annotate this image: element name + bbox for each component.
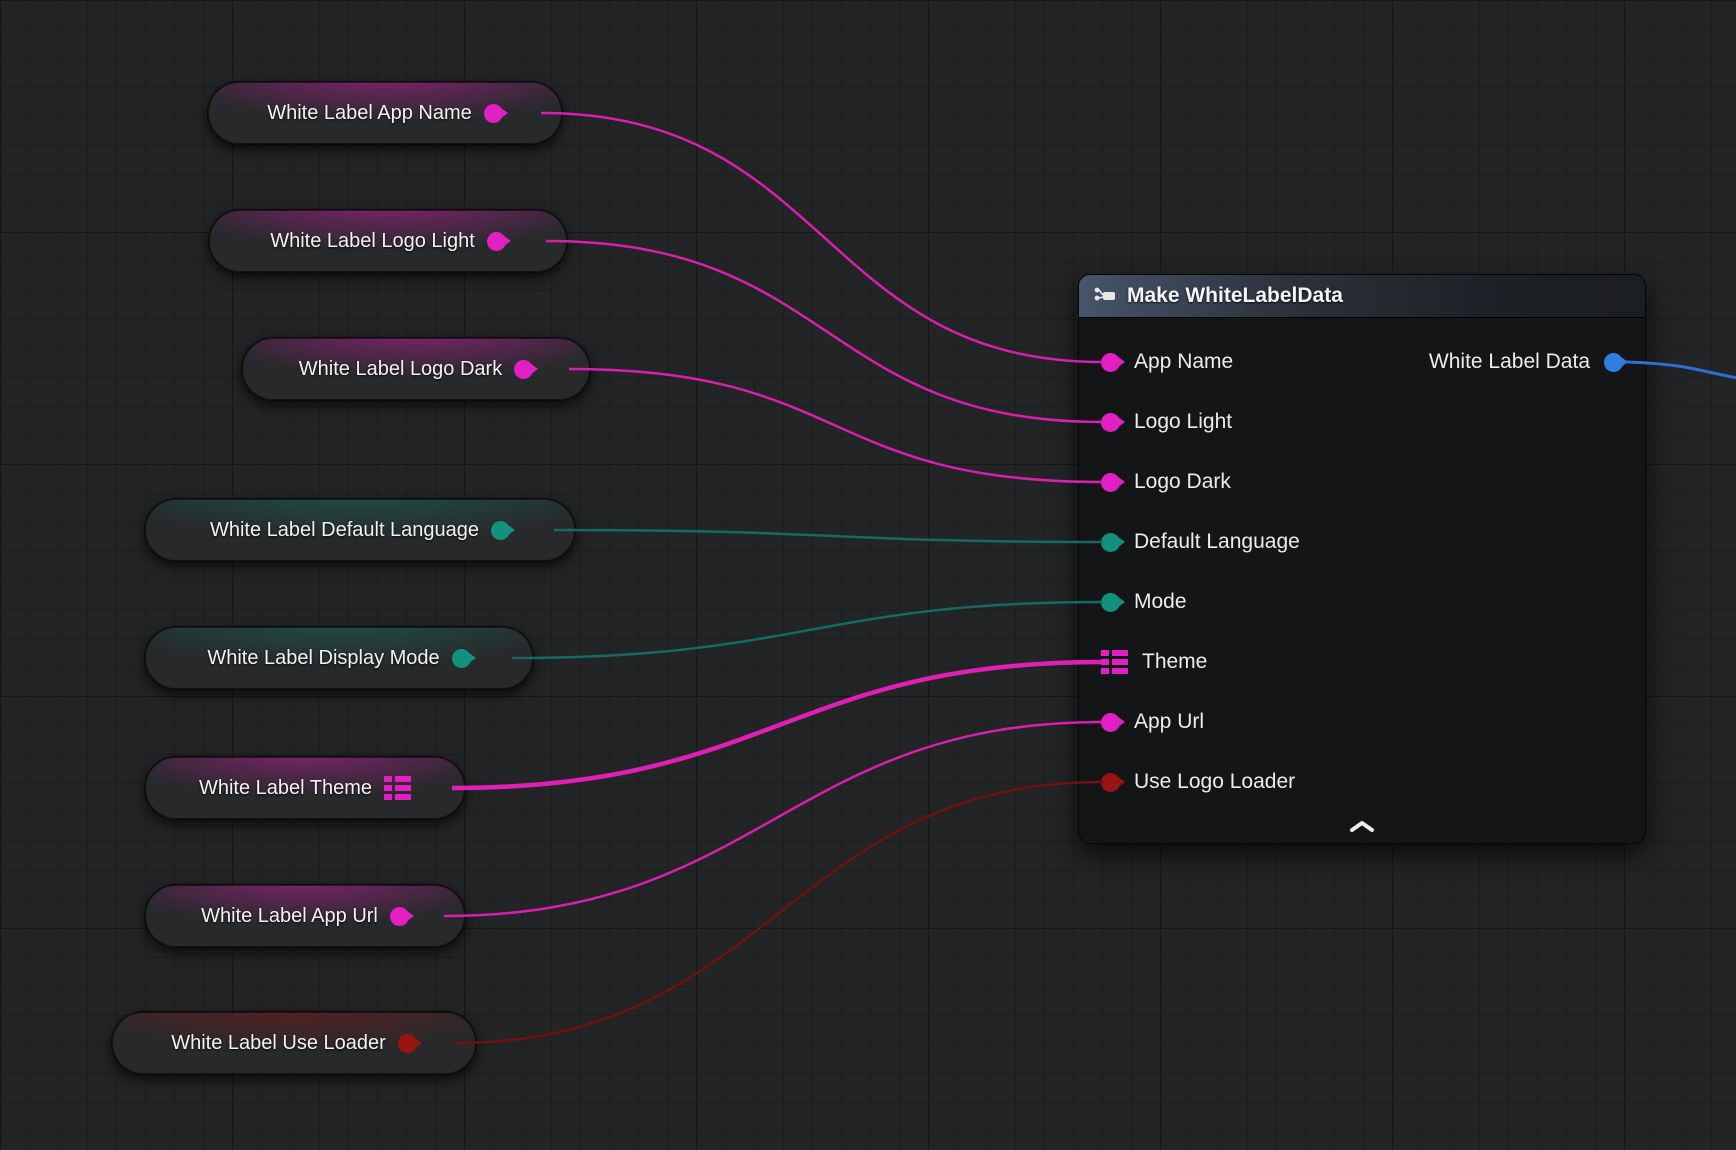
getter-node-white-label-default-language[interactable]: White Label Default Language [144,498,576,562]
getter-node-white-label-app-name[interactable]: White Label App Name [207,81,563,145]
pin-label: Logo Light [1134,410,1232,434]
node-label: White Label Display Mode [207,647,439,670]
output-pin-enum[interactable] [491,521,510,540]
wire-logo-light[interactable] [546,241,1103,422]
output-pin-string[interactable] [484,104,503,123]
pin-label: App Url [1134,710,1204,734]
pin-label: Logo Dark [1134,470,1231,494]
input-pin-app-url[interactable] [1101,713,1120,732]
node-title: Make WhiteLabelData [1127,284,1343,308]
input-pin-theme-struct-grid-icon[interactable] [1101,650,1128,674]
wire-theme[interactable] [452,662,1103,788]
wire-use-loader[interactable] [455,782,1103,1043]
input-pin-mode[interactable] [1101,593,1120,612]
getter-node-white-label-display-mode[interactable]: White Label Display Mode [144,626,534,690]
node-header[interactable]: Make WhiteLabelData [1079,275,1645,318]
wire-app-name[interactable] [541,113,1103,362]
output-pin-string[interactable] [514,360,533,379]
pin-row-app-name: App Name White Label Data [1079,332,1645,392]
collapse-node-button[interactable] [1342,815,1382,837]
output-pin-label: White Label Data [1429,350,1590,374]
node-label: White Label Logo Light [270,230,475,253]
input-pin-use-logo-loader[interactable] [1101,773,1120,792]
wire-logo-dark[interactable] [569,369,1103,482]
getter-node-white-label-theme[interactable]: White Label Theme [144,756,466,820]
pin-label: Default Language [1134,530,1300,554]
output-pin-bool[interactable] [398,1034,417,1053]
pin-row-use-logo-loader: Use Logo Loader [1079,752,1645,812]
pin-label: Mode [1134,590,1187,614]
output-pin-string[interactable] [390,907,409,926]
output-pin-enum[interactable] [452,649,471,668]
input-pin-default-language[interactable] [1101,533,1120,552]
node-label: White Label App Url [201,905,378,928]
wire-app-url[interactable] [444,722,1103,916]
input-pin-logo-light[interactable] [1101,413,1120,432]
pin-row-mode: Mode [1079,572,1645,632]
chevron-up-icon [1349,820,1375,833]
output-pin-struct-grid-icon[interactable] [384,776,411,800]
node-label: White Label Logo Dark [299,358,502,381]
getter-node-white-label-use-loader[interactable]: White Label Use Loader [111,1011,477,1075]
node-label: White Label Theme [199,777,372,800]
pin-row-logo-light: Logo Light [1079,392,1645,452]
getter-node-white-label-logo-dark[interactable]: White Label Logo Dark [241,337,591,401]
wire-mode[interactable] [512,602,1103,658]
make-whitelabeldata-node[interactable]: Make WhiteLabelData App Name White Label… [1078,274,1646,844]
pin-row-theme: Theme [1079,632,1645,692]
input-pin-app-name[interactable] [1101,353,1120,372]
make-struct-icon [1093,286,1117,306]
wire-default-language[interactable] [554,530,1103,542]
pin-label: Theme [1142,650,1207,674]
pin-row-default-language: Default Language [1079,512,1645,572]
getter-node-white-label-app-url[interactable]: White Label App Url [144,884,466,948]
node-label: White Label Default Language [210,519,479,542]
getter-node-white-label-logo-light[interactable]: White Label Logo Light [208,209,568,273]
node-body: App Name White Label Data Logo Light Log… [1079,318,1645,812]
node-label: White Label App Name [267,102,472,125]
pin-row-app-url: App Url [1079,692,1645,752]
pin-label: App Name [1134,350,1233,374]
pin-row-logo-dark: Logo Dark [1079,452,1645,512]
output-pin-white-label-data[interactable] [1604,353,1623,372]
pin-label: Use Logo Loader [1134,770,1295,794]
output-pin-string[interactable] [487,232,506,251]
node-label: White Label Use Loader [171,1032,386,1055]
input-pin-logo-dark[interactable] [1101,473,1120,492]
